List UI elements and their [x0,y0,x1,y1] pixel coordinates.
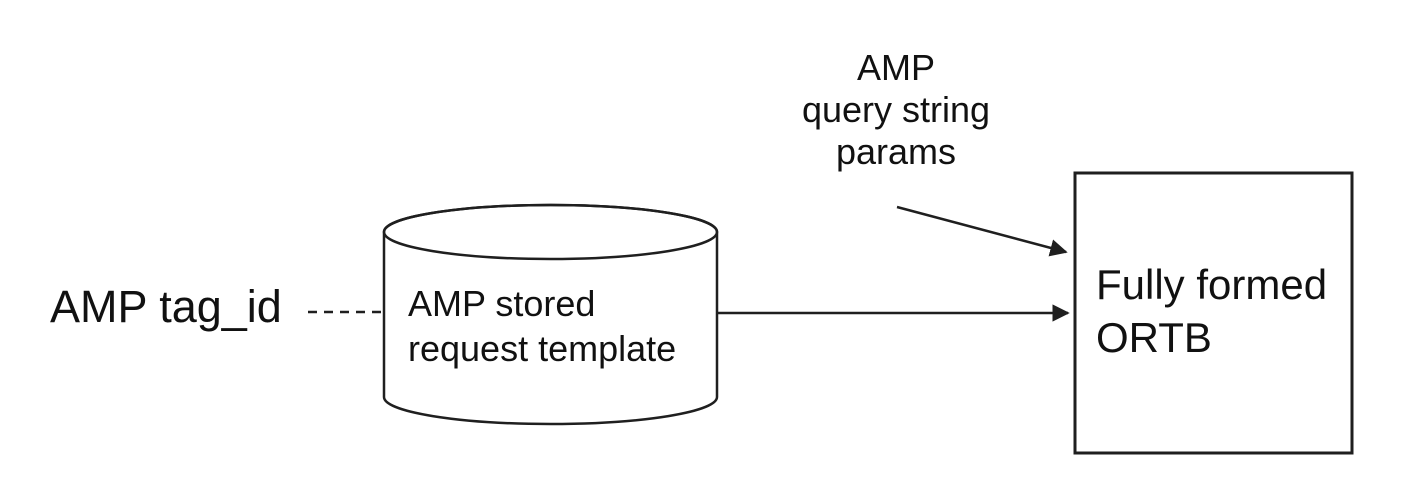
stored-request-cylinder-shape [382,203,719,426]
query-params-line3: params [835,131,957,172]
amp-tag-id-label: AMP tag_id [50,283,282,331]
amp-tag-id-text: AMP tag_id [50,281,282,332]
ortb-box-shape [1073,171,1354,455]
cylinder-label-line2: request template [408,328,677,369]
cylinder-top-face [382,203,719,261]
stored-request-cylinder-label: AMP stored request template [408,281,676,371]
query-params-label: AMP query string params [771,47,1021,173]
ortb-label-line1: Fully formed [1096,261,1328,308]
query-params-line2: query string [801,89,991,130]
cylinder-label-line1: AMP stored [408,283,596,324]
query-params-line1: AMP [856,47,935,88]
ortb-box-label: Fully formed ORTB [1096,258,1327,364]
ortb-label-line2: ORTB [1096,314,1212,361]
arrow-params-to-ortb [896,205,1068,257]
